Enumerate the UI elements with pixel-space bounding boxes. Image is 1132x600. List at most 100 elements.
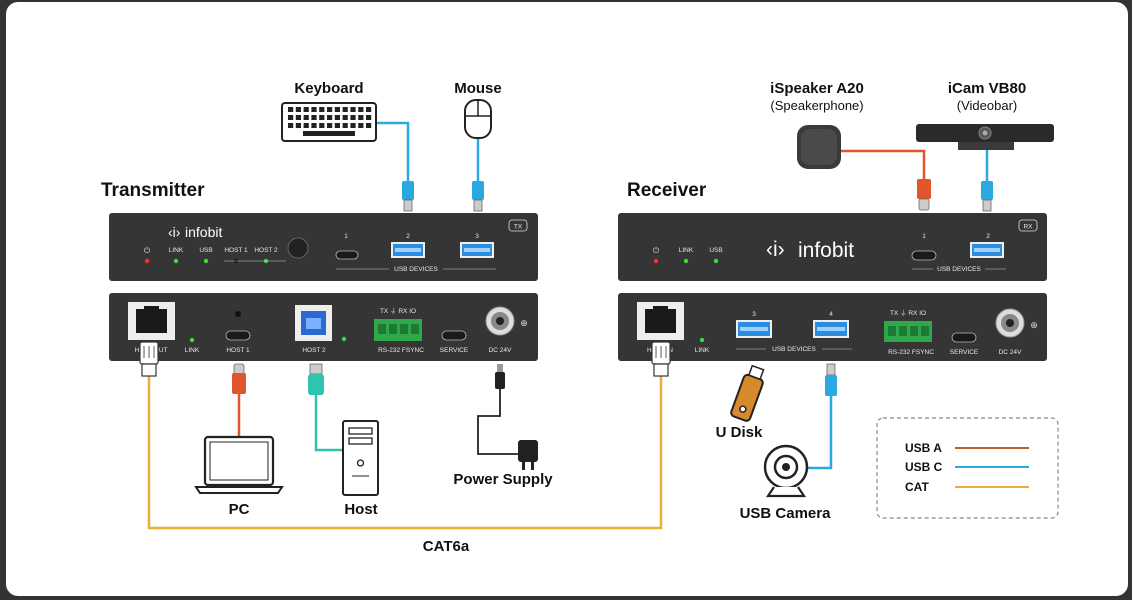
cat6a-cable xyxy=(147,376,663,530)
videobar-sublabel: (Videobar) xyxy=(957,98,1017,113)
keyboard-key xyxy=(303,115,309,120)
rx-rs232-pins: TX ⏚ RX IO xyxy=(890,309,926,317)
power-led xyxy=(144,258,150,264)
tx-port-label-1: 1 xyxy=(344,233,348,240)
rx-rs232-label: RS-232 FSYNC xyxy=(888,349,934,356)
legend-label-usb-c: USB C xyxy=(905,460,943,474)
power-adapter-icon xyxy=(518,440,538,470)
rx-rj45-plug xyxy=(651,341,671,377)
tx-port-label-3: 3 xyxy=(475,233,479,240)
rx-led-label-link: LINK xyxy=(679,247,694,254)
rx-service-port xyxy=(951,332,977,343)
rx-back-usb-devices-label: USB DEVICES xyxy=(772,346,816,353)
usb-camera-cable xyxy=(805,396,833,470)
usb-camera-label: USB Camera xyxy=(740,505,832,522)
transmitter-title: Transmitter xyxy=(101,180,205,201)
keyboard-key xyxy=(342,123,348,128)
mouse-icon xyxy=(464,99,492,139)
legend: USB A USB C CAT xyxy=(876,417,1059,519)
rx-link-led xyxy=(683,258,689,264)
keyboard-usb-a-plug xyxy=(402,181,414,212)
transmitter-brand: infobit xyxy=(185,224,222,240)
tx-host1-label: HOST 1 xyxy=(226,347,250,354)
transmitter-logo: infobit xyxy=(185,224,222,240)
keyboard-spacebar xyxy=(303,131,355,136)
keyboard-key xyxy=(319,115,325,120)
keyboard-key xyxy=(327,115,333,120)
tx-usb-c-port-1 xyxy=(335,250,359,260)
keyboard-key xyxy=(319,123,325,128)
laptop-icon xyxy=(194,435,284,494)
rx-badge: RX xyxy=(1023,224,1033,231)
tx-dc-label: DC 24V xyxy=(489,347,512,354)
tower-computer-icon xyxy=(342,420,379,496)
tx-usb-devices-label: USB DEVICES xyxy=(394,266,438,273)
usb-flash-drive-icon xyxy=(730,364,765,422)
pc-usb-c-plug xyxy=(232,363,246,394)
keyboard-key xyxy=(303,107,309,112)
tx-led-label-host1: HOST 1 xyxy=(224,247,248,254)
keyboard-key xyxy=(288,123,294,128)
videobar-icon xyxy=(916,124,1054,150)
transmitter-front-panel: infobit ‹i› TX ⏻ LINK USB HOST 1 HOST 2 … xyxy=(109,213,538,281)
rx-dc-polarity-icon: ⊕ xyxy=(1030,320,1038,330)
power-icon: ⏻ xyxy=(144,246,151,255)
rx-led-label-usb: USB xyxy=(709,247,722,254)
keyboard-key xyxy=(303,123,309,128)
keyboard-key xyxy=(311,115,317,120)
tx-host2-label: HOST 2 xyxy=(302,347,326,354)
mouse-label: Mouse xyxy=(454,80,502,97)
keyboard-key xyxy=(342,115,348,120)
rx-usb-a-port-2 xyxy=(970,242,1004,258)
tx-back-link-label: LINK xyxy=(185,347,200,354)
rx-port-label-2: 2 xyxy=(986,233,990,240)
tx-usb-led xyxy=(203,258,209,264)
keyboard-key xyxy=(358,107,364,112)
tx-host-button[interactable] xyxy=(287,237,309,259)
tx-usb-a-port-3 xyxy=(460,242,494,258)
tx-host2-back-led xyxy=(341,336,347,342)
keyboard-key xyxy=(366,123,372,128)
keyboard-key xyxy=(327,123,333,128)
keyboard-key xyxy=(319,107,325,112)
tx-dc-jack xyxy=(485,306,515,336)
rx-service-label: SERVICE xyxy=(950,349,979,356)
keyboard-cable xyxy=(376,121,410,182)
keyboard-key xyxy=(327,107,333,112)
tx-host1-button[interactable] xyxy=(235,311,241,317)
rx-usb-c-port-1 xyxy=(911,250,937,261)
videobar-usb-a-plug xyxy=(981,181,993,212)
keyboard-icon xyxy=(281,102,377,142)
tx-service-port xyxy=(441,330,467,341)
keyboard-key xyxy=(288,107,294,112)
keyboard-key xyxy=(311,107,317,112)
tx-rj45-plug xyxy=(139,341,159,377)
tx-led-label-usb: USB xyxy=(199,247,212,254)
host-label: Host xyxy=(344,501,377,518)
legend-label-usb-a: USB A xyxy=(905,441,942,455)
speaker-usb-c-plug xyxy=(917,179,931,211)
tx-usb-a-port-2 xyxy=(391,242,425,258)
rx-power-icon: ⏻ xyxy=(653,246,660,255)
keyboard-key xyxy=(334,107,340,112)
rx-usb-led xyxy=(713,258,719,264)
tx-host2-usb-b-port xyxy=(295,305,332,341)
udisk-label: U Disk xyxy=(716,424,763,441)
rx-port-label-4: 4 xyxy=(829,311,833,318)
keyboard-key xyxy=(334,115,340,120)
receiver-front-panel: ‹i› infobit RX ⏻ LINK USB 1 2 USB DEVICE… xyxy=(618,213,1047,281)
power-supply-label: Power Supply xyxy=(453,471,553,488)
tx-back-link-led xyxy=(189,337,195,343)
tx-service-label: SERVICE xyxy=(440,347,469,354)
keyboard-key xyxy=(366,107,372,112)
legend-label-cat: CAT xyxy=(905,480,929,494)
keyboard-key xyxy=(288,115,294,120)
transmitter-back-panel: HDBT OUT LINK HOST 1 HOST 2 TX ⏚ RX IO R… xyxy=(109,293,538,361)
receiver-brand: infobit xyxy=(798,239,854,262)
rx-back-link-label: LINK xyxy=(695,347,710,354)
rx-port-label-3: 3 xyxy=(752,311,756,318)
cat6a-label: CAT6a xyxy=(423,538,470,555)
rx-power-led xyxy=(653,258,659,264)
keyboard-label: Keyboard xyxy=(294,80,363,97)
